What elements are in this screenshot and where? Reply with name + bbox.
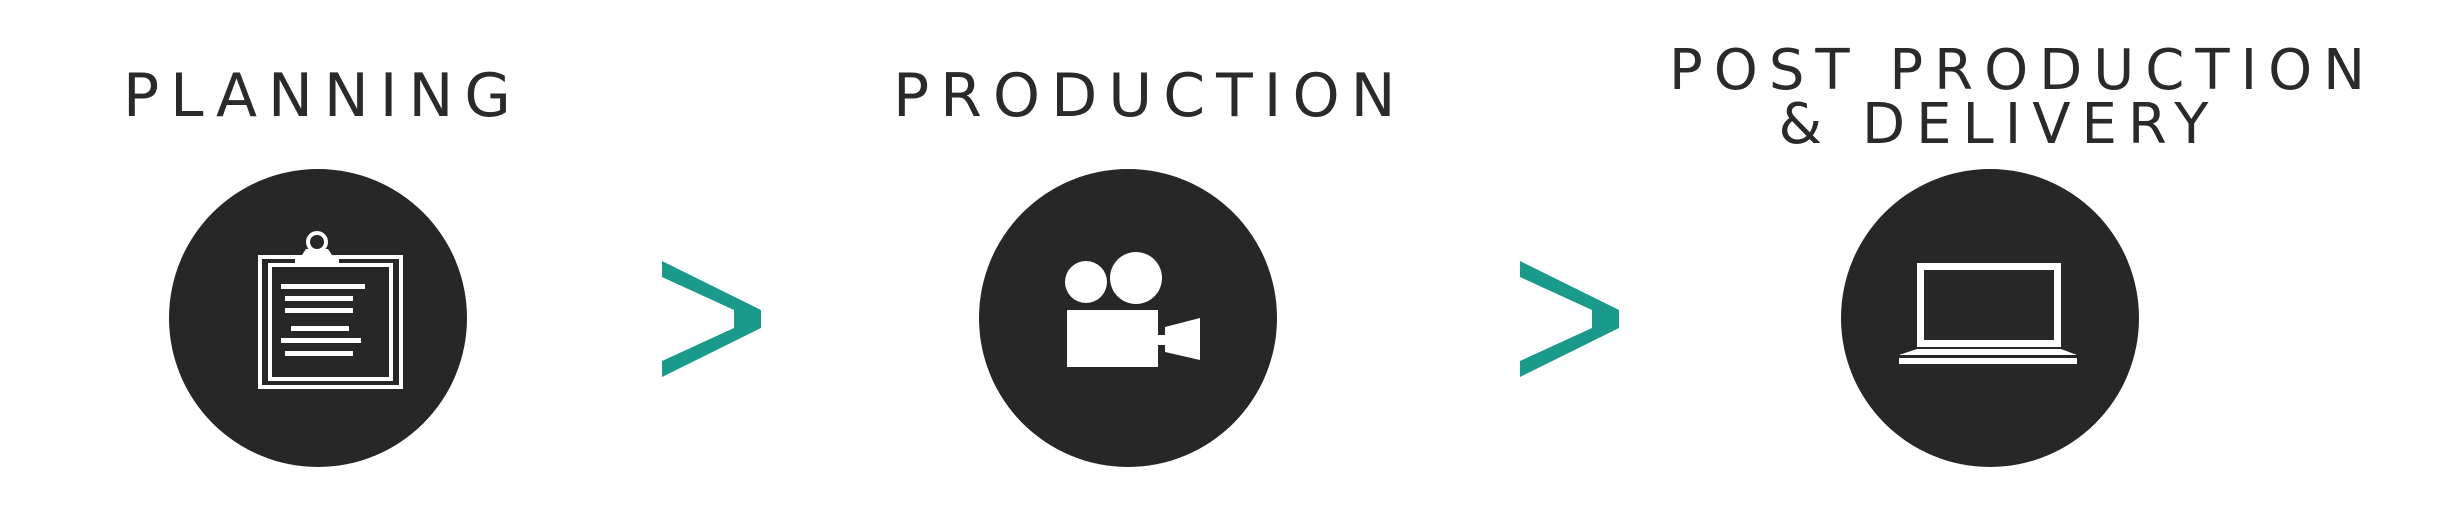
chevron-right-icon bbox=[662, 261, 761, 377]
laptop-icon bbox=[1899, 263, 2077, 364]
stage-title-line-1: POST PRODUCTION bbox=[1669, 38, 2377, 103]
clipboard-icon bbox=[258, 231, 403, 389]
stage-title-production: PRODUCTION bbox=[893, 61, 1407, 131]
stage-title-post-production: POST PRODUCTION & DELIVERY bbox=[1669, 38, 2377, 157]
film-camera-icon bbox=[1065, 252, 1200, 367]
chevron-right-icon bbox=[1520, 261, 1619, 377]
stage-title-line-2: & DELIVERY bbox=[1778, 92, 2220, 157]
stage-title-planning: PLANNING bbox=[123, 61, 522, 131]
stage-circle-planning bbox=[169, 169, 467, 467]
stage-circle-post-production bbox=[1841, 169, 2139, 467]
stage-circle-production bbox=[979, 169, 1277, 467]
